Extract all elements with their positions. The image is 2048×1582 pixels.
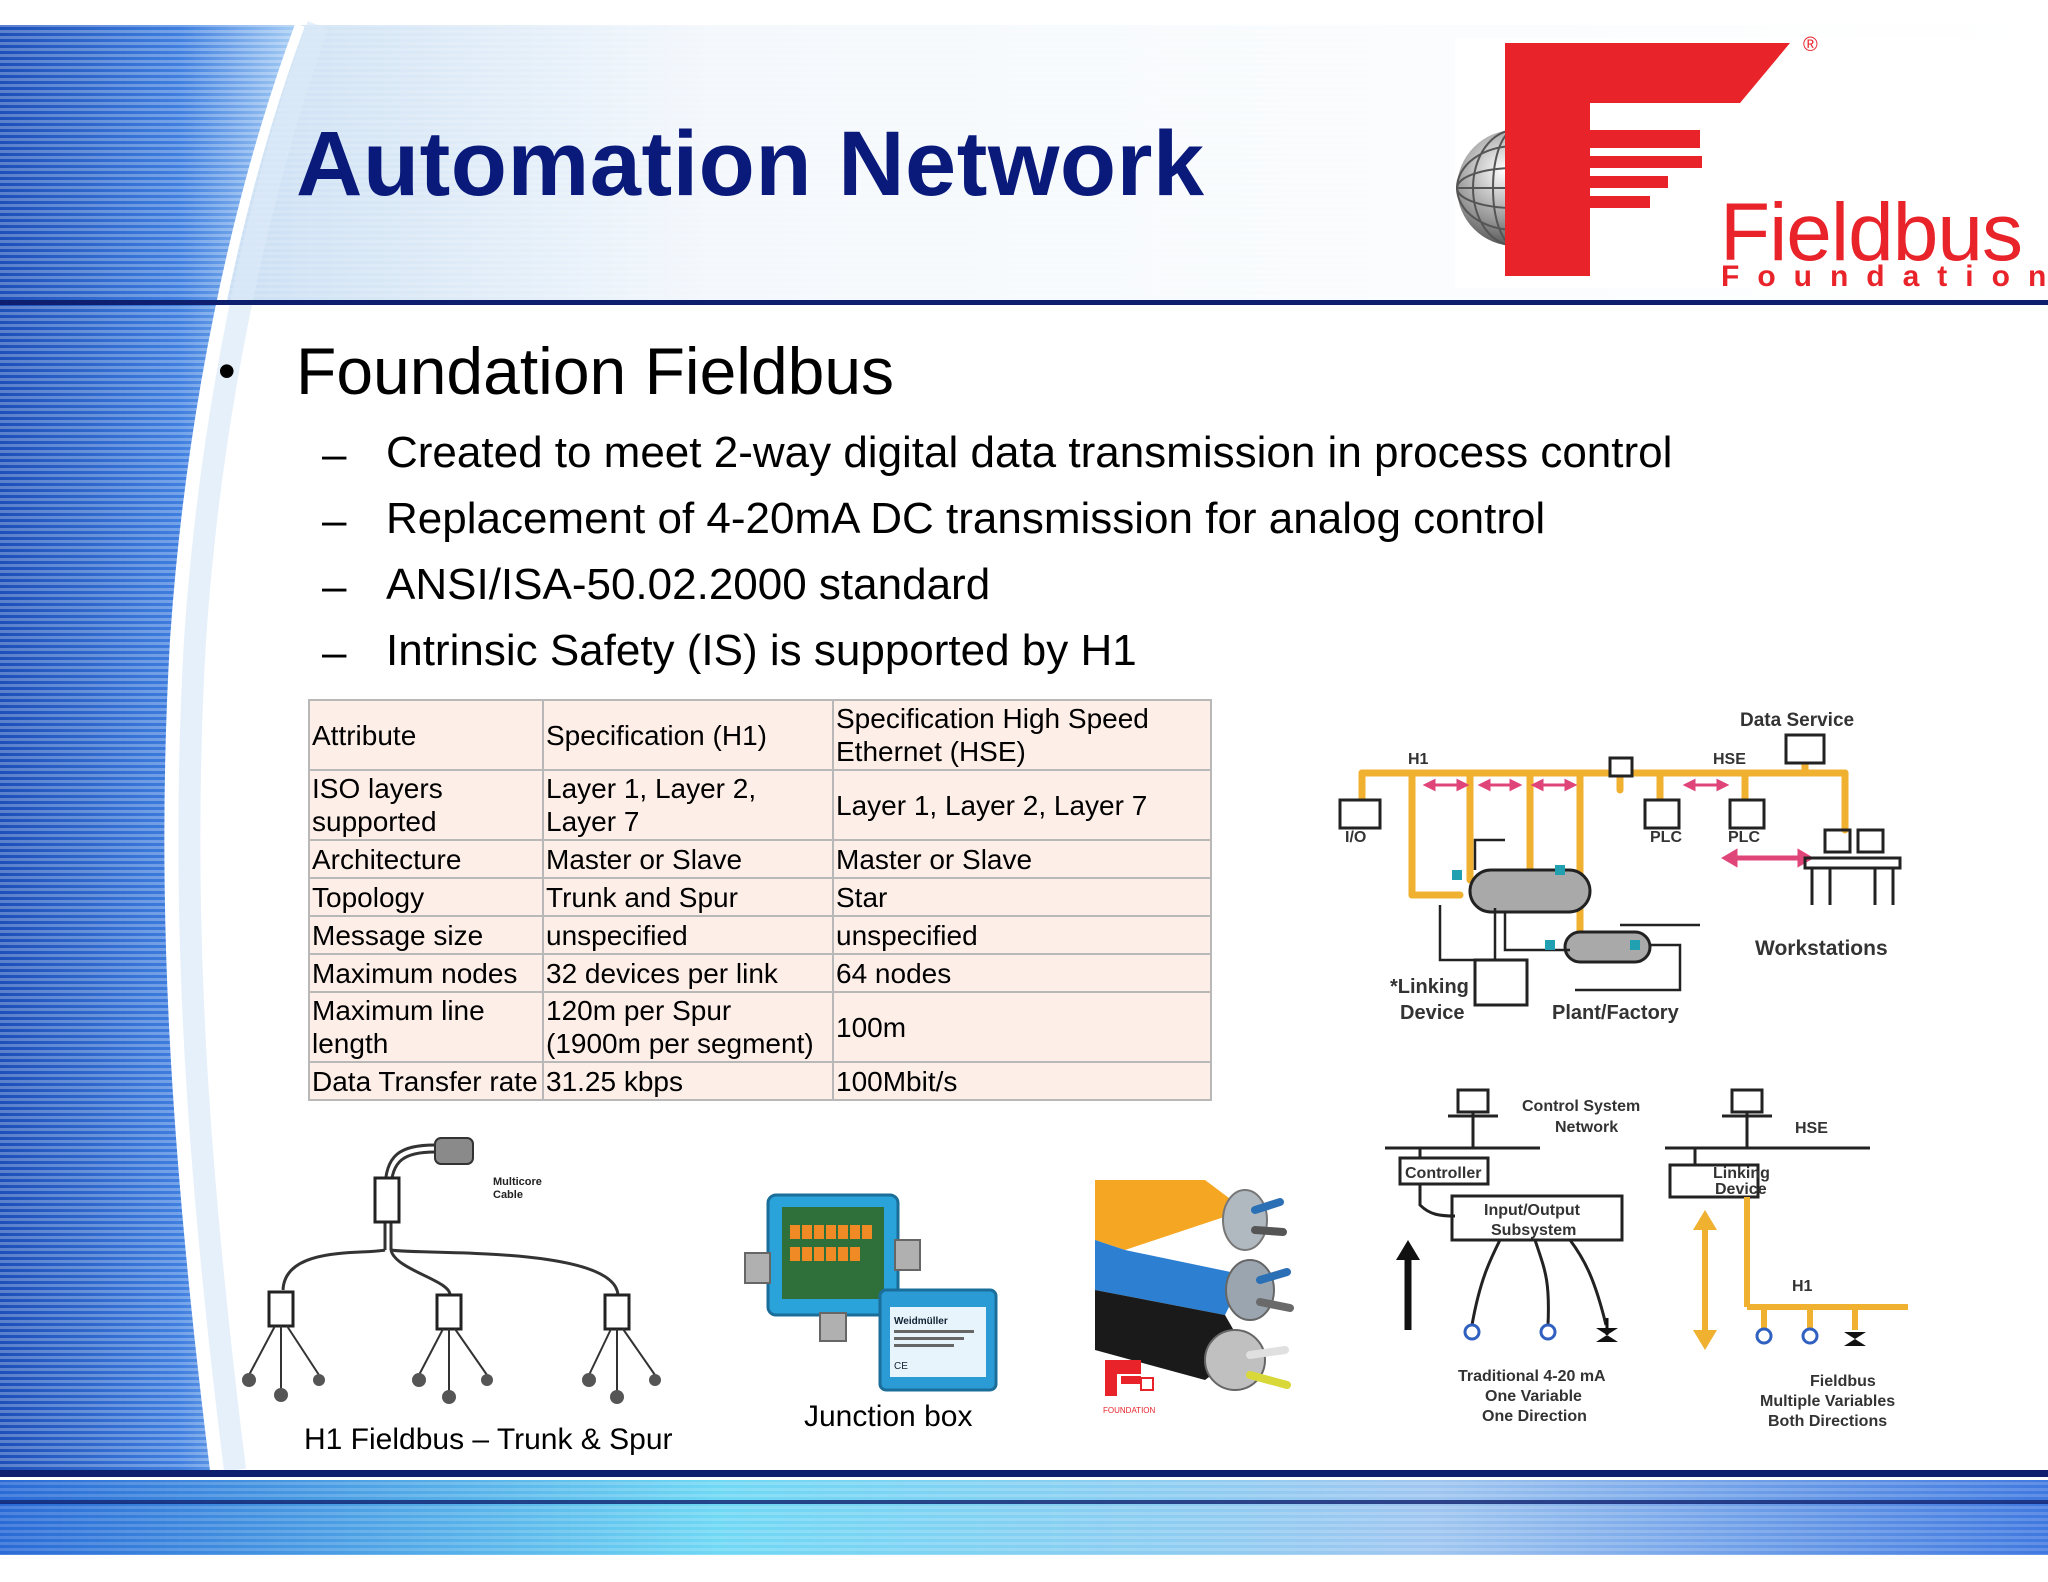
hse-label: HSE — [1713, 751, 1746, 768]
junction-box-brand: Weidmüller — [894, 1316, 948, 1327]
bullet-main: Foundation Fieldbus — [296, 334, 895, 408]
junction-box-caption: Junction box — [804, 1400, 973, 1433]
linking-device-label: *Linking — [1390, 976, 1469, 998]
fieldbus-label: Multiple Variables — [1760, 1393, 1895, 1410]
plc-label: PLC — [1728, 829, 1760, 846]
table-cell: 31.25 kbps — [542, 1061, 834, 1101]
table-cell: unspecified — [832, 915, 1212, 955]
table-header-cell: Specification (H1) — [542, 699, 834, 771]
table-cell: 64 nodes — [832, 953, 1212, 993]
workstations-label: Workstations — [1755, 937, 1888, 960]
table-cell: unspecified — [542, 915, 834, 955]
trunk-spur-diagram: Multicore Cable — [242, 1137, 661, 1404]
fieldbus-foundation-logo: ® Fieldbus Foundation — [1455, 34, 2046, 293]
multicore-label: Cable — [493, 1189, 523, 1201]
ce-mark: CE — [894, 1361, 908, 1372]
slide-title: Automation Network — [296, 113, 1205, 215]
trunk-spur-caption: H1 Fieldbus – Trunk & Spur — [304, 1423, 673, 1456]
multicore-label: Multicore — [493, 1176, 542, 1188]
bullet-dot: • — [218, 343, 236, 399]
table-header-cell: Attribute — [308, 699, 544, 771]
io-label: I/O — [1345, 829, 1366, 846]
sub-bullet-dash: – — [322, 430, 347, 479]
h1-label: H1 — [1408, 751, 1429, 768]
fieldbus-cable-image: FOUNDATION — [1095, 1180, 1295, 1420]
traditional-label: One Variable — [1485, 1388, 1582, 1405]
table-cell: Trunk and Spur — [542, 877, 834, 917]
table-row: Maximum nodes 32 devices per link 64 nod… — [308, 953, 1212, 993]
table-cell: Master or Slave — [832, 839, 1212, 879]
sub-bullet-dash: – — [322, 562, 347, 611]
sub-bullet-1: Created to meet 2-way digital data trans… — [386, 428, 1673, 477]
table-cell: 100Mbit/s — [832, 1061, 1212, 1101]
table-row: ISO layers supported Layer 1, Layer 2, L… — [308, 769, 1212, 841]
table-row: Data Transfer rate 31.25 kbps 100Mbit/s — [308, 1061, 1212, 1101]
table-cell: 32 devices per link — [542, 953, 834, 993]
h1-label: H1 — [1792, 1278, 1813, 1295]
sub-bullet-4: Intrinsic Safety (IS) is supported by H1 — [386, 626, 1137, 675]
table-cell: Maximum line length — [308, 991, 544, 1063]
sub-bullet-dash: – — [322, 496, 347, 545]
cable-logo-text: FOUNDATION — [1103, 1406, 1156, 1415]
registered-mark: ® — [1803, 34, 1818, 56]
fieldbus-label: Fieldbus — [1810, 1373, 1876, 1390]
sub-bullet-2: Replacement of 4-20mA DC transmission fo… — [386, 494, 1546, 543]
sub-bullet-dash: – — [322, 628, 347, 677]
table-cell: Message size — [308, 915, 544, 955]
spec-table: Attribute Specification (H1) Specificati… — [308, 699, 1212, 1101]
comparison-diagram: Control System Network Controller Input/… — [1385, 1088, 1908, 1430]
fieldbus-label: Both Directions — [1768, 1413, 1887, 1430]
junction-box-image: Weidmüller CE — [744, 1193, 998, 1392]
network-diagram: H1 HSE Data Service I/O PLC PLC Workstat… — [1338, 710, 1902, 1024]
logo-graphic — [1456, 43, 1790, 276]
table-row: Topology Trunk and Spur Star — [308, 877, 1212, 917]
plc-label: PLC — [1650, 829, 1682, 846]
sub-bullet-3: ANSI/ISA-50.02.2000 standard — [386, 560, 991, 609]
table-cell: Master or Slave — [542, 839, 834, 879]
linking-device-label: Device — [1715, 1181, 1767, 1198]
table-row: Architecture Master or Slave Master or S… — [308, 839, 1212, 879]
table-row: Maximum line length 120m per Spur (1900m… — [308, 991, 1212, 1063]
table-cell: Architecture — [308, 839, 544, 879]
plant-factory-label: Plant/Factory — [1552, 1002, 1680, 1024]
io-subsystem-label: Subsystem — [1491, 1222, 1576, 1239]
controller-label: Controller — [1405, 1165, 1481, 1182]
table-header-row: Attribute Specification (H1) Specificati… — [308, 699, 1212, 771]
table-cell: 120m per Spur (1900m per segment) — [542, 991, 834, 1063]
table-cell: Maximum nodes — [308, 953, 544, 993]
table-cell: ISO layers supported — [308, 769, 544, 841]
table-cell: Topology — [308, 877, 544, 917]
table-cell: Data Transfer rate — [308, 1061, 544, 1101]
traditional-label: One Direction — [1482, 1408, 1587, 1425]
table-cell: Star — [832, 877, 1212, 917]
hse-label: HSE — [1795, 1120, 1828, 1137]
table-cell: Layer 1, Layer 2, Layer 7 — [832, 769, 1212, 841]
logo-word: Fieldbus — [1720, 187, 2023, 278]
control-net-label: Control System — [1522, 1098, 1640, 1115]
logo-subword: Foundation — [1721, 260, 2048, 293]
control-net-label: Network — [1555, 1119, 1618, 1136]
data-service-label: Data Service — [1740, 710, 1854, 731]
traditional-label: Traditional 4-20 mA — [1458, 1368, 1606, 1385]
table-cell: Layer 1, Layer 2, Layer 7 — [542, 769, 834, 841]
linking-device-label: Linking — [1713, 1165, 1770, 1182]
table-header-cell: Specification High Speed Ethernet (HSE) — [832, 699, 1212, 771]
linking-device-label: Device — [1400, 1002, 1465, 1024]
table-row: Message size unspecified unspecified — [308, 915, 1212, 955]
table-cell: 100m — [832, 991, 1212, 1063]
io-subsystem-label: Input/Output — [1484, 1202, 1581, 1219]
